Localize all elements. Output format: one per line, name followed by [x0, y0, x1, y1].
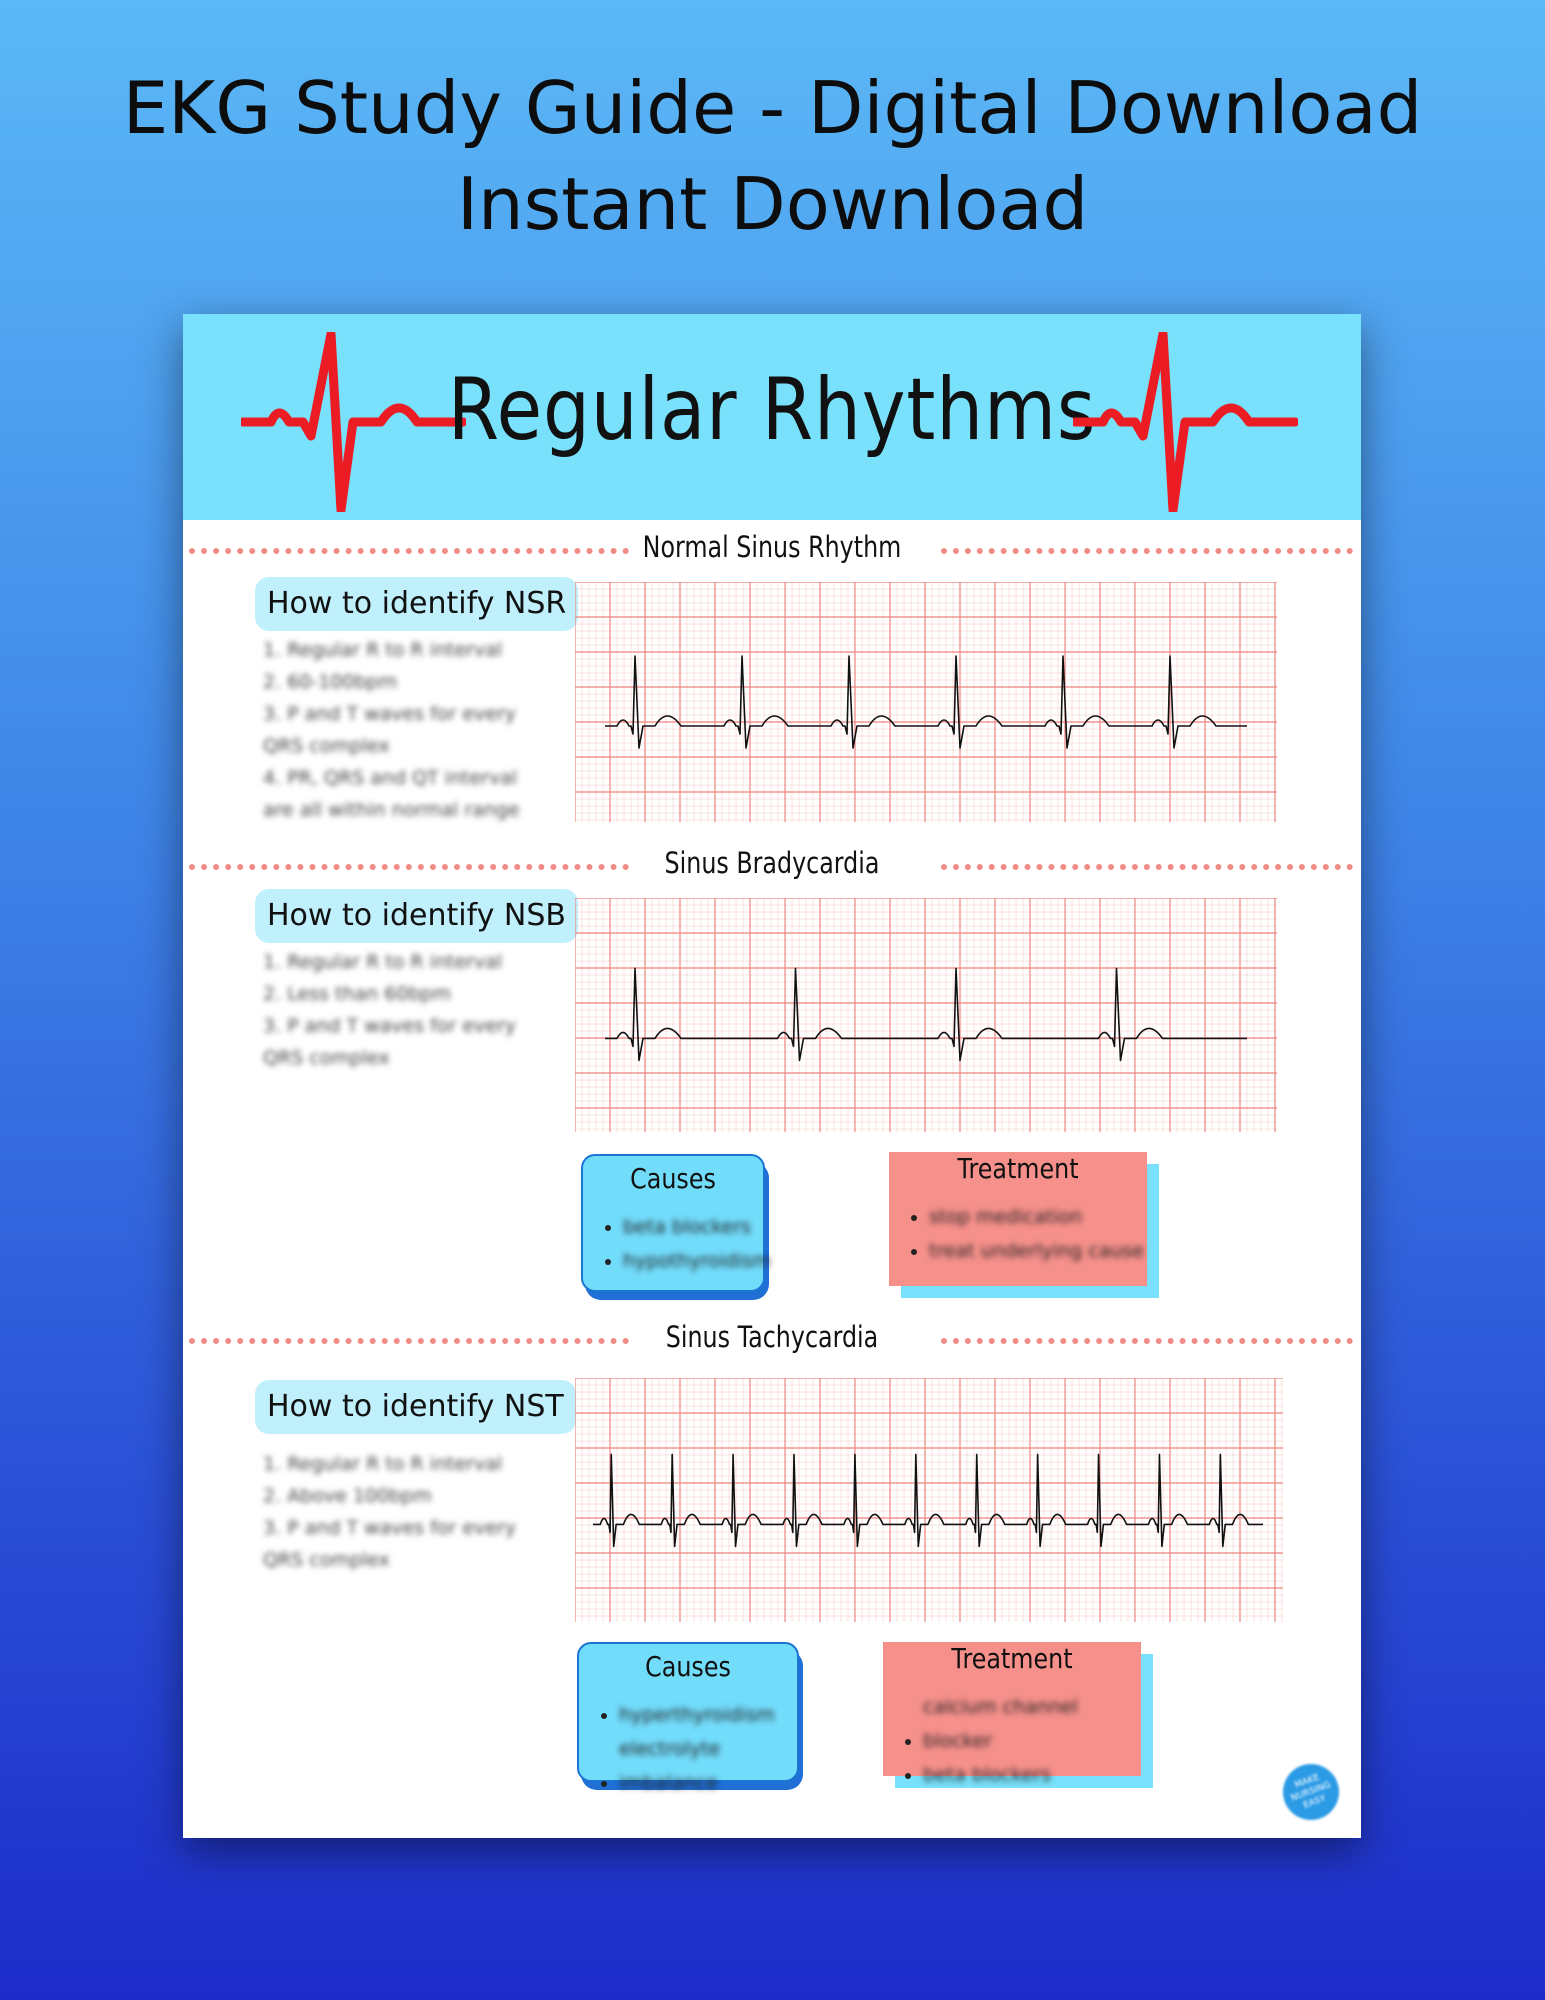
- step-item: 1. Regular R to R interval: [263, 951, 503, 973]
- headline-line-2: Instant Download: [456, 162, 1089, 246]
- section-title: Sinus Tachycardia: [665, 1320, 879, 1354]
- causes-list: beta blockers hypothyroidism: [599, 1210, 771, 1278]
- identify-label-nsb: How to identify NSB: [255, 889, 578, 943]
- step-item: 2. Above 100bpm: [263, 1485, 432, 1507]
- identify-steps-nst: 1. Regular R to R interval 2. Above 100b…: [263, 1448, 543, 1576]
- card-face: Causes hyperthyroidism electrolyte imbal…: [577, 1642, 799, 1794]
- causes-item: hyperthyroidism: [619, 1698, 797, 1732]
- identify-steps-nsb: 1. Regular R to R interval 2. Less than …: [263, 946, 543, 1074]
- causes-item: hypothyroidism: [623, 1244, 771, 1278]
- step-item: 3. P and T waves for every QRS complex: [263, 703, 516, 757]
- section-header-nsr: Normal Sinus Rhythm: [183, 530, 1361, 570]
- section-title: Sinus Bradycardia: [664, 846, 880, 880]
- treatment-title: Treatment: [957, 1152, 1079, 1185]
- card-face: Causes beta blockers hypothyroidism: [581, 1154, 771, 1292]
- causes-title: Causes: [645, 1650, 731, 1683]
- causes-item: electrolyte imbalance: [619, 1732, 797, 1800]
- heartbeat-left-icon: [241, 332, 466, 512]
- step-item: 3. P and T waves for every QRS complex: [263, 1517, 516, 1571]
- ekg-strip-nsr: [575, 582, 1277, 822]
- ekg-trace: [605, 655, 1247, 749]
- step-item: 3. P and T waves for every QRS complex: [263, 1015, 516, 1069]
- step-item: 1. Regular R to R interval: [263, 1453, 503, 1475]
- step-item: 2. 60-100bpm: [263, 671, 398, 693]
- identify-label-nsr: How to identify NSR: [255, 577, 579, 631]
- treatment-list: calcium channel blocker beta blockers: [899, 1690, 1141, 1792]
- divider-dots: [941, 548, 1353, 554]
- ekg-trace: [593, 1453, 1263, 1548]
- brand-logo-text: MAKE NURSING EASY: [1289, 1772, 1333, 1811]
- treatment-item: beta blockers: [923, 1758, 1141, 1792]
- ekg-trace: [605, 967, 1247, 1062]
- step-item: 4. PR, QRS and QT interval are all withi…: [263, 767, 520, 821]
- study-guide-sheet: Regular Rhythms Normal Sinus Rhythm How …: [183, 314, 1361, 1838]
- divider-dots: [189, 1338, 629, 1344]
- ekg-strip-tachycardia: [575, 1378, 1283, 1622]
- heartbeat-right-icon: [1073, 332, 1298, 512]
- step-item: 2. Less than 60bpm: [263, 983, 451, 1005]
- treatment-item: stop medication: [929, 1200, 1144, 1234]
- treatment-title: Treatment: [951, 1642, 1073, 1675]
- causes-list: hyperthyroidism electrolyte imbalance: [595, 1698, 797, 1800]
- treatment-list: stop medication treat underlying cause: [905, 1200, 1144, 1268]
- headline-line-1: EKG Study Guide - Digital Download: [122, 66, 1423, 150]
- page-headline: EKG Study Guide - Digital Download Insta…: [0, 60, 1545, 252]
- divider-dots: [941, 864, 1353, 870]
- treatment-item: treat underlying cause: [929, 1234, 1144, 1268]
- ekg-strip-bradycardia: [575, 898, 1277, 1132]
- treatment-item: calcium channel blocker: [923, 1690, 1141, 1758]
- section-header-bradycardia: Sinus Bradycardia: [183, 846, 1361, 886]
- causes-title: Causes: [630, 1162, 716, 1195]
- card-face: Treatment calcium channel blocker beta b…: [883, 1642, 1141, 1786]
- divider-dots: [189, 548, 629, 554]
- divider-dots: [941, 1338, 1353, 1344]
- brand-logo: MAKE NURSING EASY: [1275, 1756, 1347, 1828]
- section-header-tachycardia: Sinus Tachycardia: [183, 1320, 1361, 1360]
- identify-steps-nsr: 1. Regular R to R interval 2. 60-100bpm …: [263, 634, 543, 826]
- section-title: Normal Sinus Rhythm: [642, 530, 902, 564]
- title-banner: Regular Rhythms: [183, 314, 1361, 520]
- identify-label-nst: How to identify NST: [255, 1380, 576, 1434]
- causes-item: beta blockers: [623, 1210, 771, 1244]
- step-item: 1. Regular R to R interval: [263, 639, 503, 661]
- divider-dots: [189, 864, 629, 870]
- banner-title: Regular Rhythms: [447, 360, 1097, 460]
- card-face: Treatment stop medication treat underlyi…: [889, 1152, 1147, 1286]
